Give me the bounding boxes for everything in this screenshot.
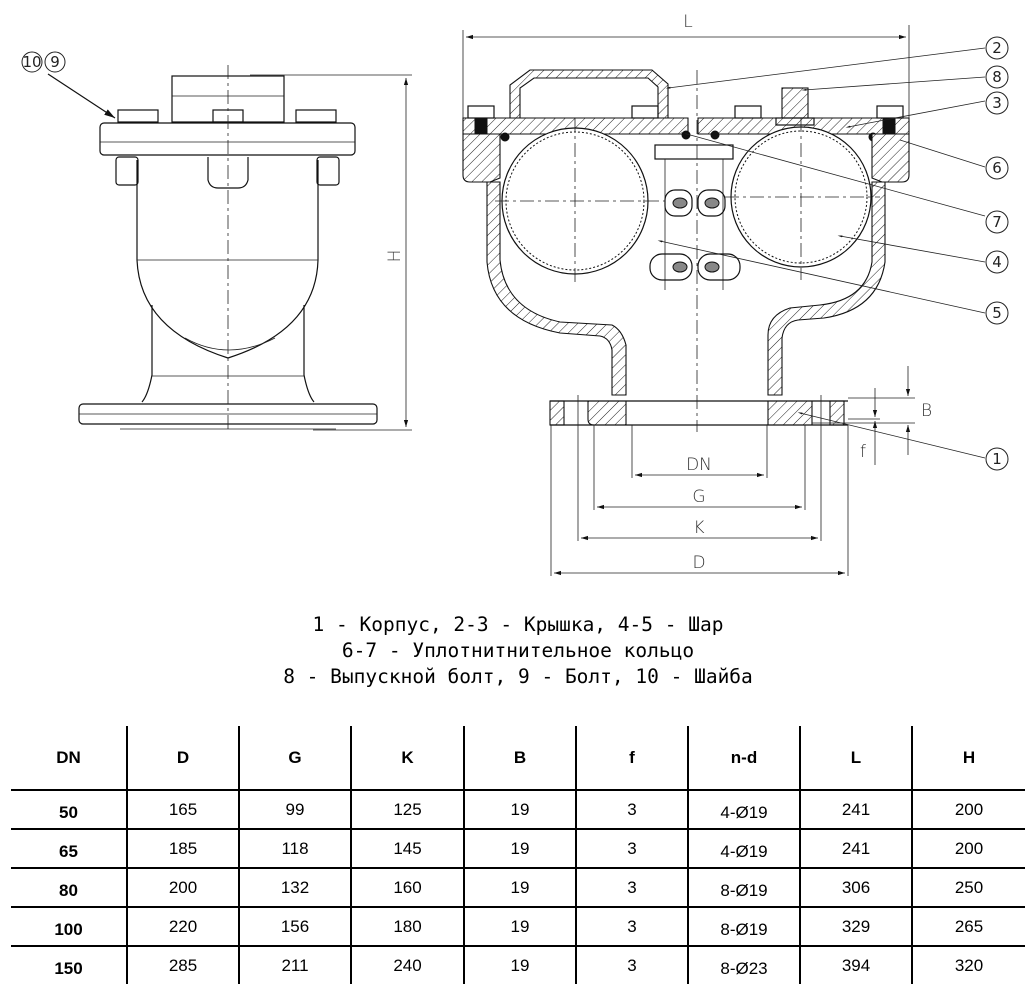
top-flange (99, 122, 356, 156)
header-l: L (799, 726, 912, 791)
cell-dn: 50 (11, 790, 127, 830)
balloon-9: 9 (50, 53, 60, 71)
cell-n-d: 4-Ø19 (687, 829, 800, 869)
cell-b: 19 (463, 868, 576, 908)
balloon-6: 6 (992, 159, 1002, 177)
table-row: 80 200 132 160 19 3 8-Ø19 306 250 (11, 868, 1025, 908)
table-row: 50 165 99 125 19 3 4-Ø19 241 200 (11, 790, 1025, 830)
cell-b: 19 (463, 907, 576, 947)
bolt-head (295, 109, 337, 123)
cell-dn: 100 (11, 907, 127, 947)
cell-l: 329 (799, 907, 912, 947)
cell-l: 394 (799, 946, 912, 984)
balloon-1: 1 (992, 450, 1002, 468)
cell-f: 3 (575, 868, 688, 908)
cell-l: 306 (799, 868, 912, 908)
cell-d: 200 (126, 868, 239, 908)
bolt-head (117, 109, 159, 123)
cell-dn: 65 (11, 829, 127, 869)
legend-line-2: 6-7 - Уплотнитнительное кольцо (341, 639, 695, 662)
cell-g: 132 (238, 868, 351, 908)
cell-k: 240 (350, 946, 464, 984)
cell-dn: 150 (54, 958, 83, 978)
dim-label-B: B (921, 401, 932, 421)
table-header-row: DN D G K B f n-d L H (11, 726, 1025, 791)
dim-label-H: H (385, 250, 405, 263)
dim-label-K: K (693, 518, 704, 538)
cell-k: 160 (350, 868, 464, 908)
cell-f: 3 (575, 907, 688, 947)
valve-body (136, 160, 319, 359)
header-h: H (911, 726, 1025, 791)
dimensions-table: DN D G K B f n-d L H 50 165 99 125 19 3 … (11, 726, 1025, 984)
header-g: G (238, 726, 351, 791)
dim-label-L: L (683, 12, 692, 32)
balloon-7: 7 (992, 213, 1002, 231)
parts-legend: 1 - Корпус, 2-3 - Крышка, 4-5 - Шар 6-7 … (0, 612, 1036, 690)
cell-h: 200 (911, 829, 1025, 869)
header-d: D (126, 726, 239, 791)
cell-k: 125 (350, 790, 464, 830)
table-row: 150 285 211 240 19 3 8-Ø23 394 320 (11, 946, 1025, 984)
cell-d: 220 (126, 907, 239, 947)
balloon-5: 5 (992, 304, 1002, 322)
dim-label-D: D (692, 553, 705, 573)
legend-line-3: 8 - Выпускной болт, 9 - Болт, 10 - Шайба (283, 665, 753, 688)
cell-h: 200 (911, 790, 1025, 830)
cell-b: 19 (463, 946, 576, 984)
balloon-10: 10 (22, 53, 41, 71)
cell-l: 241 (799, 829, 912, 869)
dim-label-f: f (860, 442, 866, 462)
header-f: f (575, 726, 688, 791)
header-b: B (463, 726, 576, 791)
header-n-d: n-d (687, 726, 800, 791)
side-view: H 10 9 (21, 51, 412, 432)
dim-label-G: G (692, 487, 705, 507)
cell-d: 285 (126, 946, 239, 984)
section-view: L (462, 12, 1009, 576)
header-k: K (350, 726, 464, 791)
cell-l: 241 (799, 790, 912, 830)
cell-f: 3 (575, 946, 688, 984)
cell-n-d: 8-Ø19 (687, 868, 800, 908)
cell-h: 320 (911, 946, 1025, 984)
cell-b: 19 (463, 829, 576, 869)
balloon-8: 8 (992, 68, 1002, 86)
balloon-2: 2 (992, 39, 1002, 57)
cell-h: 250 (911, 868, 1025, 908)
cell-f: 3 (575, 790, 688, 830)
header-dn: DN (11, 726, 127, 791)
cell-k: 180 (350, 907, 464, 947)
cell-g: 156 (238, 907, 351, 947)
cell-d: 165 (126, 790, 239, 830)
dim-label-DN: DN (686, 455, 712, 475)
cell-dn: 80 (11, 868, 127, 908)
cell-g: 99 (238, 790, 351, 830)
roller-set (649, 189, 741, 281)
balloon-4: 4 (992, 253, 1002, 271)
table-row: 65 185 118 145 19 3 4-Ø19 241 200 (11, 829, 1025, 869)
balloon-3: 3 (992, 94, 1002, 112)
table-row: 100 220 156 180 19 3 8-Ø19 329 265 (11, 907, 1025, 947)
cell-h: 265 (911, 907, 1025, 947)
cell-n-d: 8-Ø23 (687, 946, 800, 984)
cell-d: 185 (126, 829, 239, 869)
cell-f: 3 (575, 829, 688, 869)
cell-g: 118 (238, 829, 351, 869)
technical-drawing: H 10 9 L (21, 12, 1009, 576)
legend-line-1: 1 - Корпус, 2-3 - Крышка, 4-5 - Шар (312, 613, 724, 636)
cell-g: 211 (238, 946, 351, 984)
cell-n-d: 8-Ø19 (687, 907, 800, 947)
cell-b: 19 (463, 790, 576, 830)
cell-k: 145 (350, 829, 464, 869)
cell-n-d: 4-Ø19 (687, 790, 800, 830)
